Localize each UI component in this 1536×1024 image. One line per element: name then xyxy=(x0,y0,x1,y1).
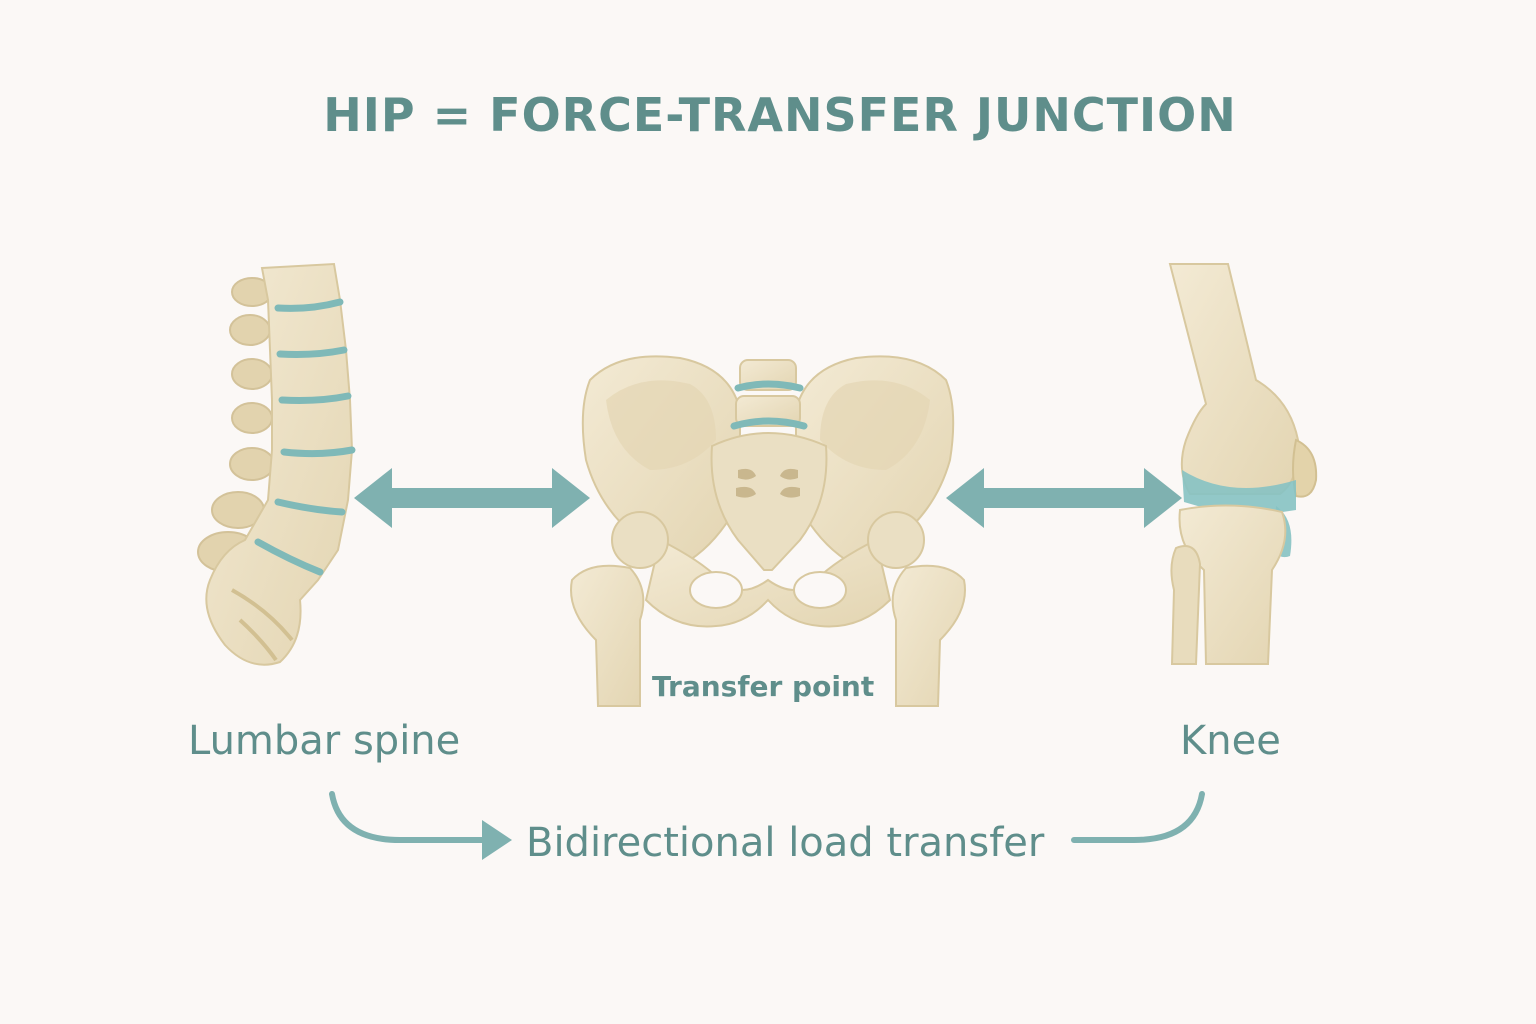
bidirectional-connector xyxy=(329,791,1205,843)
lumbar-spine-illustration xyxy=(197,262,356,666)
pelvis-illustration xyxy=(570,355,966,707)
knee-label: Knee xyxy=(1180,718,1281,764)
hip-knee-double-arrow xyxy=(946,468,1182,528)
lumbar-spine-label: Lumbar spine xyxy=(188,718,461,764)
transfer-point-label: Transfer point xyxy=(652,670,875,703)
spine-hip-double-arrow xyxy=(354,468,590,528)
connector-arrowhead xyxy=(482,820,512,860)
diagram-title: HIP = FORCE-TRANSFER JUNCTION xyxy=(323,88,1237,142)
knee-illustration xyxy=(1168,263,1318,665)
bidirectional-load-transfer-label: Bidirectional load transfer xyxy=(526,820,1045,866)
